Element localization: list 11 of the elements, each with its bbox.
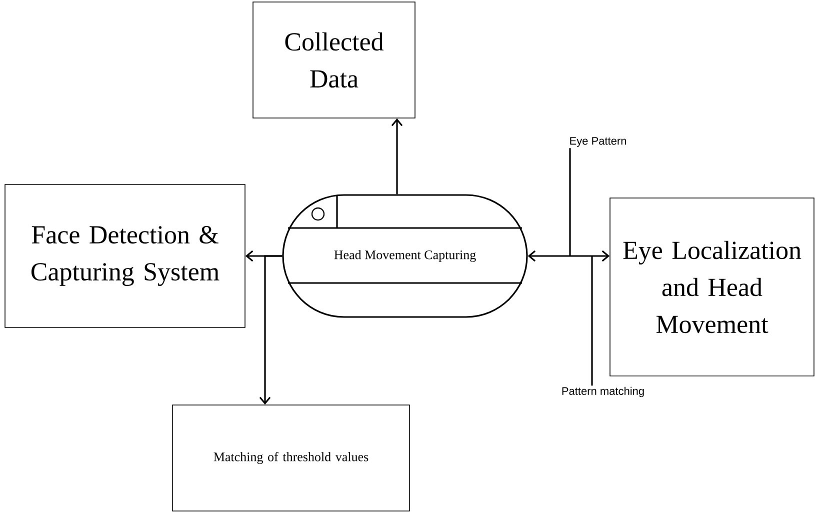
- process-box: Collected Data: [252, 2, 416, 118]
- process-box: Eye Localization and Head Movement: [610, 198, 814, 376]
- arrow: [259, 255, 282, 405]
- connector-line: [591, 256, 593, 386]
- connector-line: [569, 148, 571, 256]
- label-text: Pattern matching: [562, 386, 644, 398]
- arrow: [528, 250, 610, 262]
- process-box: Face Detection & Capturing System: [4, 184, 246, 328]
- label-text: Eye Pattern: [570, 137, 626, 147]
- process-box: Matching of threshold values: [172, 404, 410, 512]
- arrow: [391, 118, 403, 194]
